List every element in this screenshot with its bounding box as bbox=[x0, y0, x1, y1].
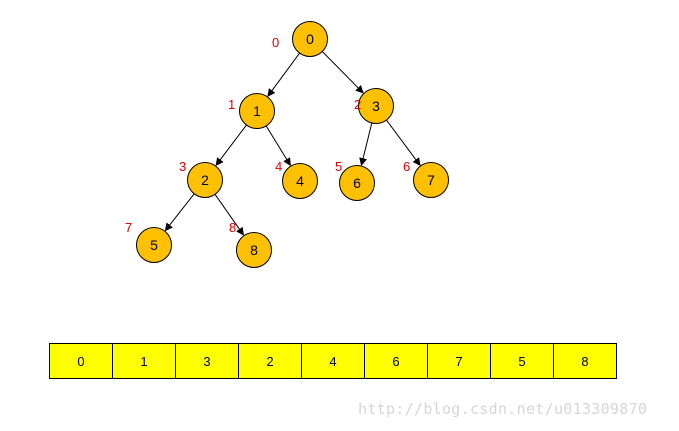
edge-1-3 bbox=[215, 124, 247, 167]
array-cell-6: 7 bbox=[428, 344, 491, 378]
node-index-label: 3 bbox=[179, 159, 186, 174]
array-cell-7: 5 bbox=[491, 344, 554, 378]
node-value: 2 bbox=[201, 172, 209, 188]
edge-2-5 bbox=[359, 122, 373, 167]
tree-node-3: 23 bbox=[179, 159, 223, 198]
tree-node-7: 57 bbox=[125, 220, 172, 263]
array-cell-3: 2 bbox=[239, 344, 302, 378]
edge-0-2 bbox=[321, 51, 364, 94]
node-value: 8 bbox=[250, 242, 258, 258]
node-circle bbox=[136, 227, 172, 263]
node-index-label: 4 bbox=[275, 159, 282, 174]
watermark-url: http://blog.csdn.net/u013309870 bbox=[358, 400, 648, 418]
tree-node-2: 32 bbox=[354, 88, 394, 124]
array-cell-1: 1 bbox=[113, 344, 176, 378]
node-circle bbox=[413, 162, 449, 198]
array-cell-5: 6 bbox=[365, 344, 428, 378]
node-circle bbox=[358, 88, 394, 124]
array-cell-2: 3 bbox=[176, 344, 239, 378]
node-index-label: 1 bbox=[228, 97, 235, 112]
node-value: 1 bbox=[253, 103, 261, 119]
node-index-label: 8 bbox=[229, 220, 236, 235]
array-cell-8: 8 bbox=[554, 344, 617, 378]
node-index-label: 2 bbox=[354, 97, 361, 112]
tree-node-1: 11 bbox=[228, 93, 275, 129]
tree-node-4: 44 bbox=[275, 159, 318, 199]
tree-node-8: 88 bbox=[229, 220, 272, 268]
tree-node-5: 65 bbox=[335, 159, 375, 201]
tree-node-0: 00 bbox=[272, 21, 328, 57]
tree-node-6: 76 bbox=[403, 159, 449, 198]
node-circle bbox=[187, 162, 223, 198]
node-circle bbox=[239, 93, 275, 129]
node-circle bbox=[292, 21, 328, 57]
array-cell-4: 4 bbox=[302, 344, 365, 378]
edge-0-1 bbox=[267, 52, 301, 97]
node-index-label: 7 bbox=[125, 220, 132, 235]
node-value: 0 bbox=[306, 31, 314, 47]
edge-1-4 bbox=[265, 125, 291, 167]
node-index-label: 6 bbox=[403, 159, 410, 174]
edge-3-8 bbox=[214, 194, 244, 236]
node-circle bbox=[236, 232, 272, 268]
node-value: 4 bbox=[296, 173, 304, 189]
node-circle bbox=[282, 163, 318, 199]
node-value: 7 bbox=[427, 172, 435, 188]
node-value: 3 bbox=[372, 98, 380, 114]
node-index-label: 5 bbox=[335, 159, 342, 174]
node-value: 5 bbox=[150, 237, 158, 253]
edge-3-7 bbox=[164, 193, 195, 232]
node-circle bbox=[339, 165, 375, 201]
edge-2-6 bbox=[386, 119, 421, 166]
array-cell-0: 0 bbox=[50, 344, 113, 378]
node-index-label: 0 bbox=[272, 35, 279, 50]
node-value: 6 bbox=[353, 175, 361, 191]
